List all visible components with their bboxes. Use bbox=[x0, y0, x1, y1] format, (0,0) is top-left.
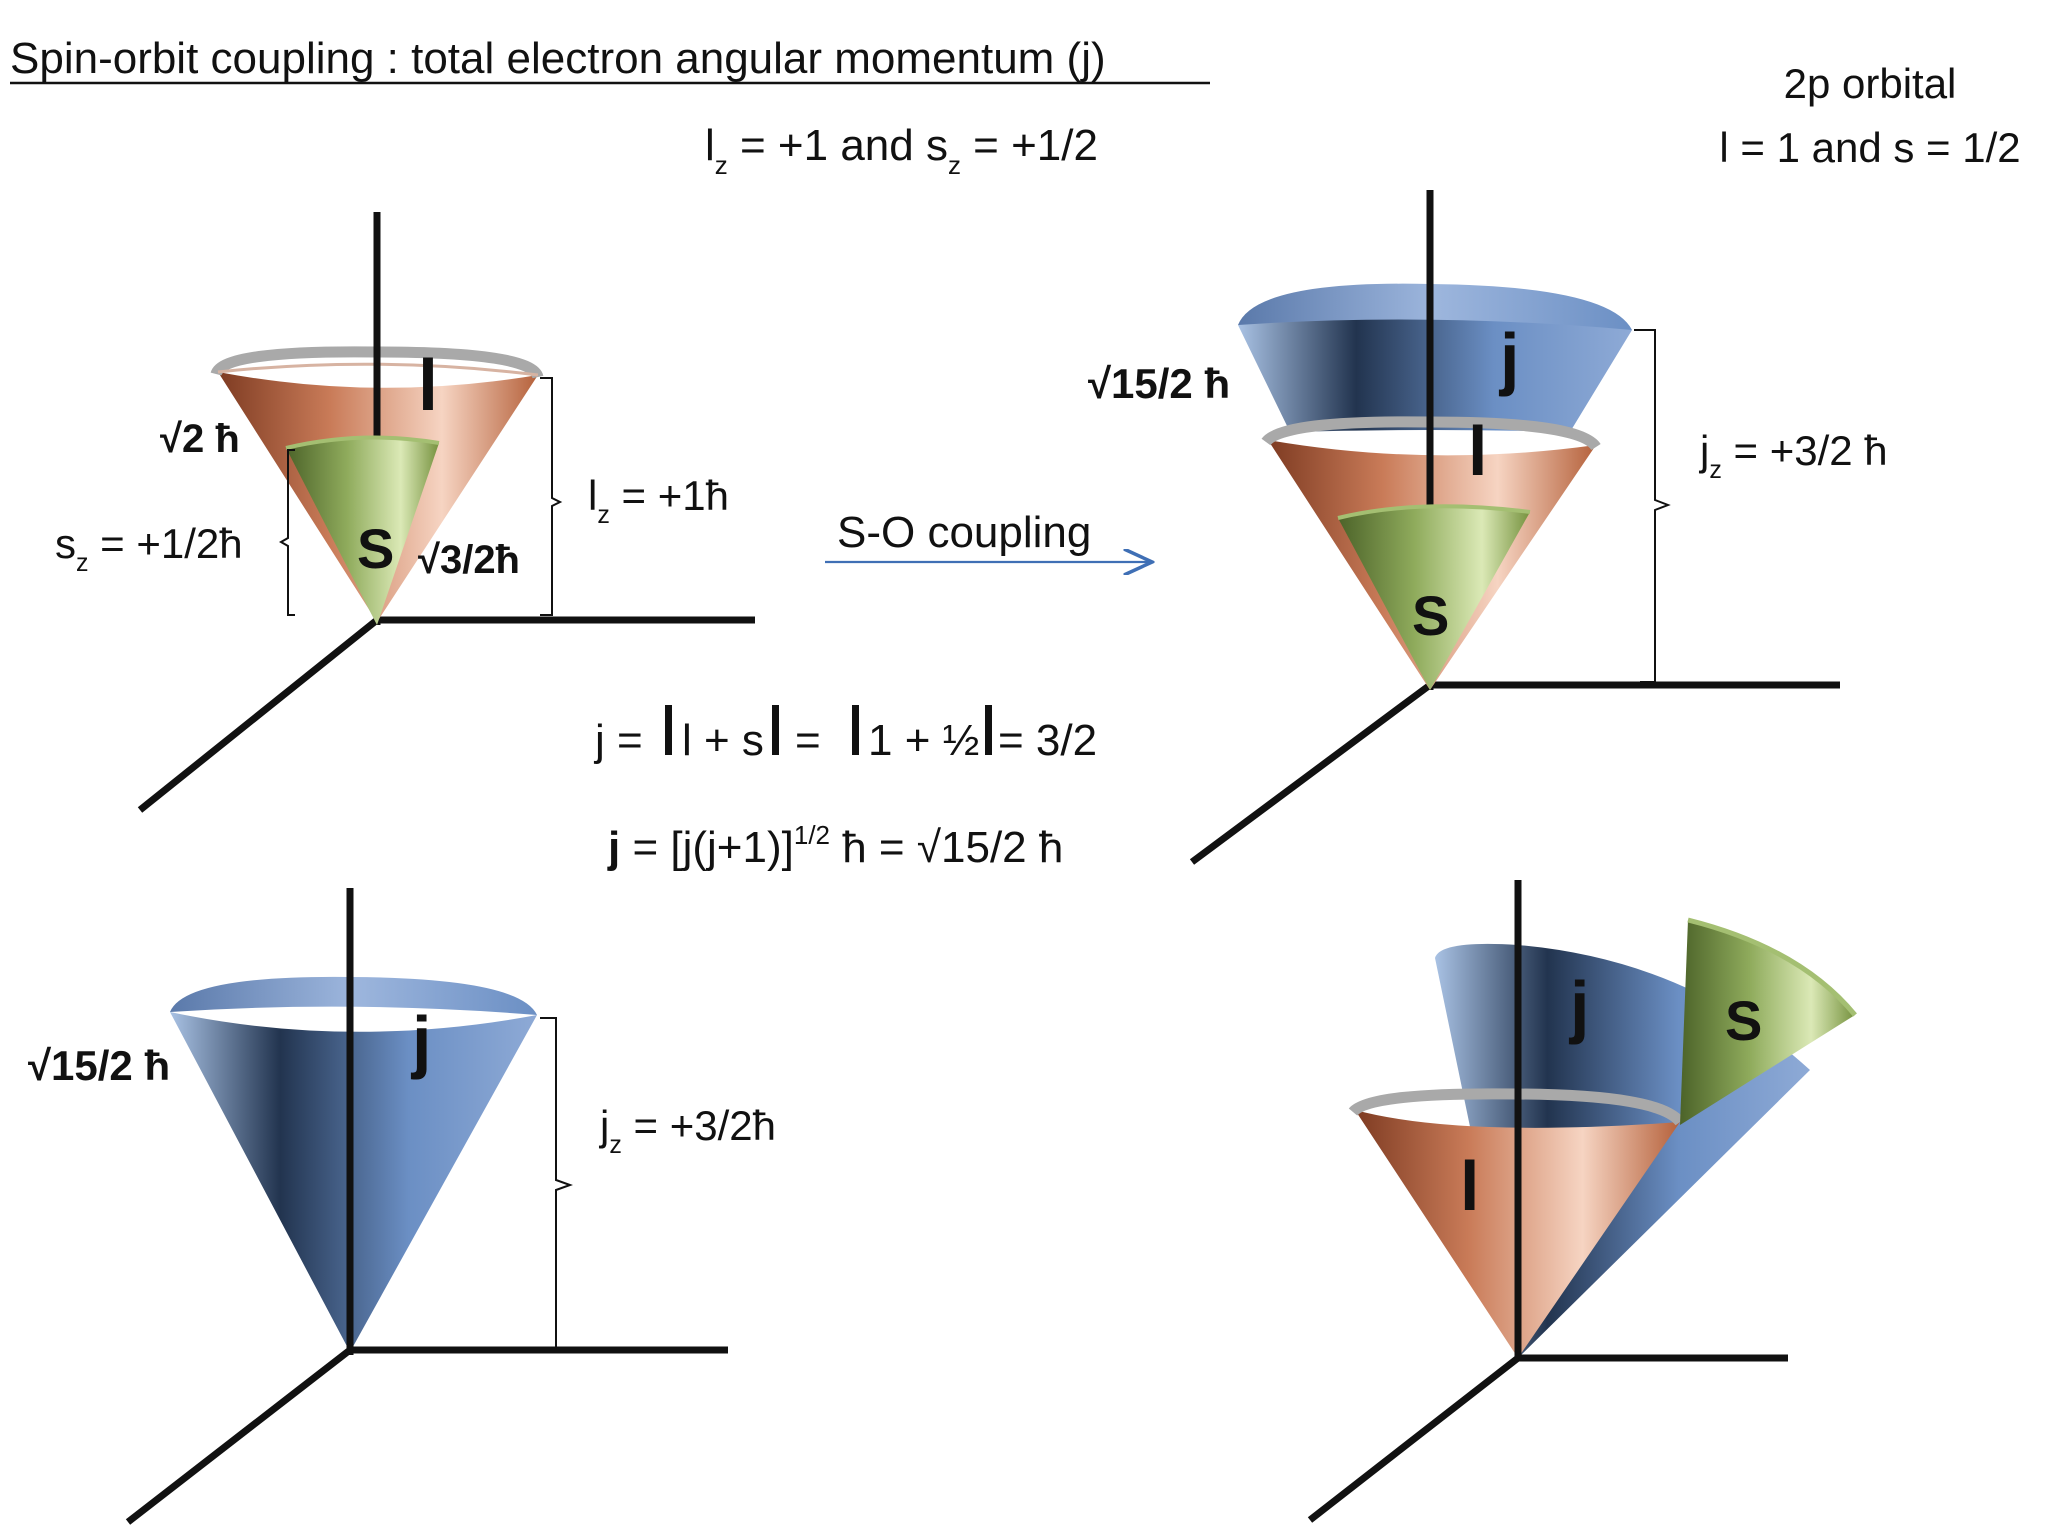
orbital-name: 2p orbital bbox=[1784, 60, 1957, 107]
panel-a-lz-value: = +1ħ bbox=[610, 472, 729, 519]
panel-c-jz-bracket bbox=[540, 1017, 573, 1349]
formula-j-magnitude: j = [j(j+1)]1/2 ħ = √15/2 ħ bbox=[607, 820, 1063, 872]
formula1-mid: = bbox=[795, 716, 821, 765]
formula2-sup: 1/2 bbox=[794, 820, 830, 850]
panel-a-lz-sub: z bbox=[597, 501, 610, 529]
panel-b-s-cone-top bbox=[1337, 504, 1531, 520]
panel-a-sz-sub: z bbox=[76, 549, 89, 577]
panel-b-j-cone bbox=[1238, 287, 1632, 432]
panel-a-lz-base: l bbox=[588, 472, 597, 519]
coupling-arrow-label: S-O coupling bbox=[837, 508, 1091, 557]
panel-b-j-cone-top bbox=[1238, 283, 1632, 330]
panel-a-s-cone-top bbox=[285, 435, 440, 450]
panel-b-jz-value: = +3/2 ħ bbox=[1722, 427, 1888, 474]
panel-a-x-axis bbox=[137, 617, 380, 813]
panel-c-jz-value: = +3/2ħ bbox=[622, 1102, 776, 1149]
panel-b-jz-label: jz = +3/2 ħ bbox=[1698, 427, 1888, 484]
panel-b-jz-base: j bbox=[1698, 427, 1709, 474]
formula2-part2: ħ = √15/2 ħ bbox=[830, 823, 1063, 872]
panel-b-j-magnitude: √15/2 ħ bbox=[1088, 360, 1230, 407]
panel-a-lz-bracket bbox=[540, 377, 563, 616]
panel-b: j l S √15/2 ħ jz = +3/2 ħ bbox=[1088, 190, 1888, 865]
formula1-abs1-left bbox=[665, 705, 672, 755]
panel-a-sz-label: sz = +1/2ħ bbox=[55, 520, 243, 577]
panel-a-s-label: S bbox=[357, 517, 394, 580]
panel-d-s-cone-top bbox=[1687, 917, 1857, 1017]
panel-a-sz-bracket bbox=[278, 449, 295, 616]
panel-b-jz-sub: z bbox=[1709, 456, 1722, 484]
panel-a: l S √2 ħ √3/2ħ lz = +1ħ sz = +1/2ħ bbox=[55, 212, 755, 813]
panel-b-s-cone bbox=[1338, 507, 1530, 690]
panel-b-j-label: j bbox=[1498, 319, 1519, 397]
formula1-abs2-right bbox=[985, 705, 992, 755]
panel-a-sz-value: = +1/2ħ bbox=[89, 520, 243, 567]
panel-d-j-label: j bbox=[1568, 967, 1589, 1045]
panel-c-jz-sub: z bbox=[609, 1131, 622, 1159]
panel-a-l-label: l bbox=[418, 346, 438, 426]
panel-c-jz-base: j bbox=[598, 1102, 609, 1149]
formula2-part1: = [j(j+1)] bbox=[620, 823, 794, 872]
panel-a-s-cone bbox=[286, 438, 439, 625]
panel-c-jz-label: jz = +3/2ħ bbox=[598, 1102, 776, 1159]
orbital-quantum-numbers: l = 1 and s = 1/2 bbox=[1719, 124, 2020, 171]
condition-l: l bbox=[705, 121, 715, 170]
formula1-rhs: = 3/2 bbox=[998, 716, 1097, 765]
panel-b-l-label: l bbox=[1468, 412, 1487, 490]
panel-c-j-label: j bbox=[410, 1002, 431, 1080]
panel-b-s-label: S bbox=[1412, 584, 1449, 647]
panel-d-s-label: S bbox=[1725, 989, 1762, 1052]
panel-d-l-label: l bbox=[1460, 1147, 1479, 1225]
panel-d: j l S bbox=[1307, 880, 1857, 1523]
condition-l-sub: z bbox=[715, 150, 728, 180]
panel-c: j √15/2 ħ jz = +3/2ħ bbox=[28, 888, 776, 1525]
panel-d-x-axis bbox=[1307, 1355, 1521, 1523]
condition-mid: = +1 and s bbox=[728, 121, 948, 170]
condition-tail: = +1/2 bbox=[961, 121, 1098, 170]
page-title: Spin-orbit coupling : total electron ang… bbox=[10, 34, 1106, 83]
panel-d-s-cone bbox=[1680, 920, 1855, 1125]
condition-s-sub: z bbox=[948, 150, 961, 180]
panel-c-j-magnitude: √15/2 ħ bbox=[28, 1042, 170, 1089]
panel-c-x-axis bbox=[125, 1347, 353, 1525]
formula1-lhs: j = bbox=[593, 716, 643, 765]
formula1-abs2-inner: 1 + ½ bbox=[868, 716, 979, 765]
panel-a-l-magnitude: √2 ħ bbox=[160, 417, 240, 461]
condition-label: lz = +1 and sz = +1/2 bbox=[705, 121, 1098, 180]
panel-b-x-axis bbox=[1189, 682, 1433, 865]
panel-a-lz-label: lz = +1ħ bbox=[588, 472, 729, 529]
formula2-bold-j: j bbox=[607, 823, 620, 872]
panel-a-s-magnitude: √3/2ħ bbox=[418, 538, 520, 582]
formula1-abs1-inner: l + s bbox=[682, 716, 764, 765]
formula-j-quantum: j = l + s = 1 + ½ = 3/2 bbox=[593, 705, 1097, 765]
formula1-abs2-left bbox=[852, 705, 859, 755]
formula1-abs1-right bbox=[772, 705, 779, 755]
panel-b-jz-bracket bbox=[1634, 329, 1671, 683]
panel-a-sz-base: s bbox=[55, 520, 76, 567]
